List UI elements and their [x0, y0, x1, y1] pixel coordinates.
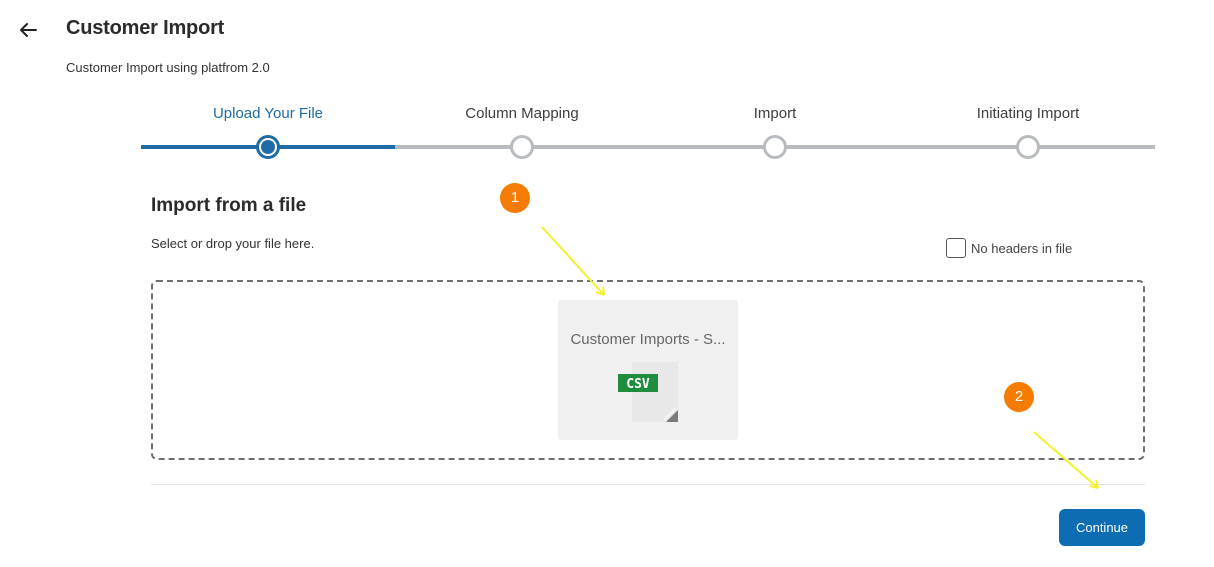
step-label: Initiating Import: [976, 105, 1080, 122]
step-indicator[interactable]: [763, 135, 787, 159]
import-stepper: Upload Your File Column Mapping Import I…: [141, 100, 1155, 160]
step-label: Column Mapping: [465, 105, 579, 122]
step-initiating-import[interactable]: Initiating Import: [928, 100, 1128, 159]
step-upload-your-file[interactable]: Upload Your File: [168, 100, 368, 159]
continue-button[interactable]: Continue: [1059, 509, 1145, 546]
file-dropzone[interactable]: [151, 280, 1145, 460]
step-label: Import: [753, 105, 797, 122]
step-indicator[interactable]: [1016, 135, 1040, 159]
step-import[interactable]: Import: [675, 100, 875, 159]
annotation-marker-1: 1: [500, 183, 530, 213]
file-name: Customer Imports - S...: [570, 331, 726, 348]
footer-divider: [151, 484, 1145, 485]
dropzone-hint: Select or drop your file here.: [151, 236, 315, 251]
page-subtitle: Customer Import using platfrom 2.0: [66, 60, 270, 75]
checkbox-box[interactable]: [946, 238, 966, 258]
no-headers-label: No headers in file: [971, 240, 1073, 256]
csv-file-icon: CSV: [616, 360, 680, 422]
annotation-marker-2: 2: [1004, 382, 1034, 412]
page-title: Customer Import: [66, 17, 225, 39]
step-label: Upload Your File: [212, 105, 324, 122]
uploaded-file-card[interactable]: Customer Imports - S... CSV: [558, 300, 738, 440]
section-title: Import from a file: [151, 195, 307, 216]
csv-badge-text: CSV: [626, 377, 650, 392]
no-headers-checkbox[interactable]: No headers in file: [946, 238, 1072, 258]
csv-badge: [618, 374, 658, 392]
stepper-track: [141, 145, 1155, 149]
back-arrow-icon[interactable]: [16, 18, 40, 42]
step-column-mapping[interactable]: Column Mapping: [422, 100, 622, 159]
step-indicator[interactable]: [510, 135, 534, 159]
step-indicator-active[interactable]: [256, 135, 280, 159]
